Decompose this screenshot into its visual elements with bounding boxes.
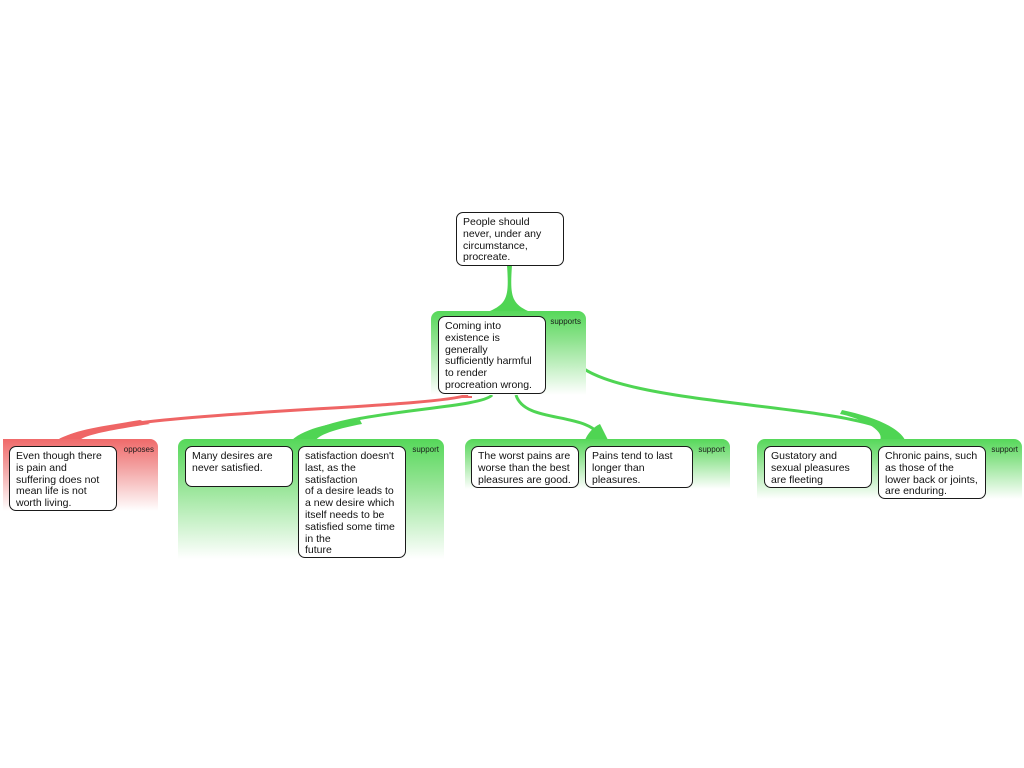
support-3-node-1[interactable]: Gustatory and sexual pleasures are fleet… (764, 446, 872, 488)
connector-support-3 (568, 349, 902, 441)
connector-support-3-base (840, 410, 905, 440)
support-1-node-1[interactable]: Many desires are never satisfied. (185, 446, 293, 487)
support-1-relation-label: support (412, 445, 439, 454)
support-3-relation-label: support (991, 445, 1018, 454)
support-3-node-2[interactable]: Chronic pains, such as those of the lowe… (878, 446, 986, 499)
premise-relation-label: supports (550, 317, 581, 326)
connector-support-2-base (585, 424, 608, 440)
oppose-node-1[interactable]: Even though there is pain and suffering … (9, 446, 117, 511)
support-2-relation-label: support (698, 445, 725, 454)
oppose-relation-label: opposes (123, 445, 154, 454)
connector-support-1-base (292, 420, 362, 440)
connector-oppose-base (60, 420, 150, 440)
connector-claim-premise (490, 265, 528, 311)
support-2-node-2[interactable]: Pains tend to last longer than pleasures… (585, 446, 693, 488)
connector-support-1 (298, 393, 494, 442)
premise-node[interactable]: Coming into existence is generally suffi… (438, 316, 546, 394)
main-claim-node[interactable]: People should never, under any circumsta… (456, 212, 564, 266)
connector-oppose (59, 393, 469, 442)
support-1-node-2[interactable]: satisfaction doesn't last, as the satisf… (298, 446, 406, 558)
support-2-node-1[interactable]: The worst pains are worse than the best … (471, 446, 579, 488)
